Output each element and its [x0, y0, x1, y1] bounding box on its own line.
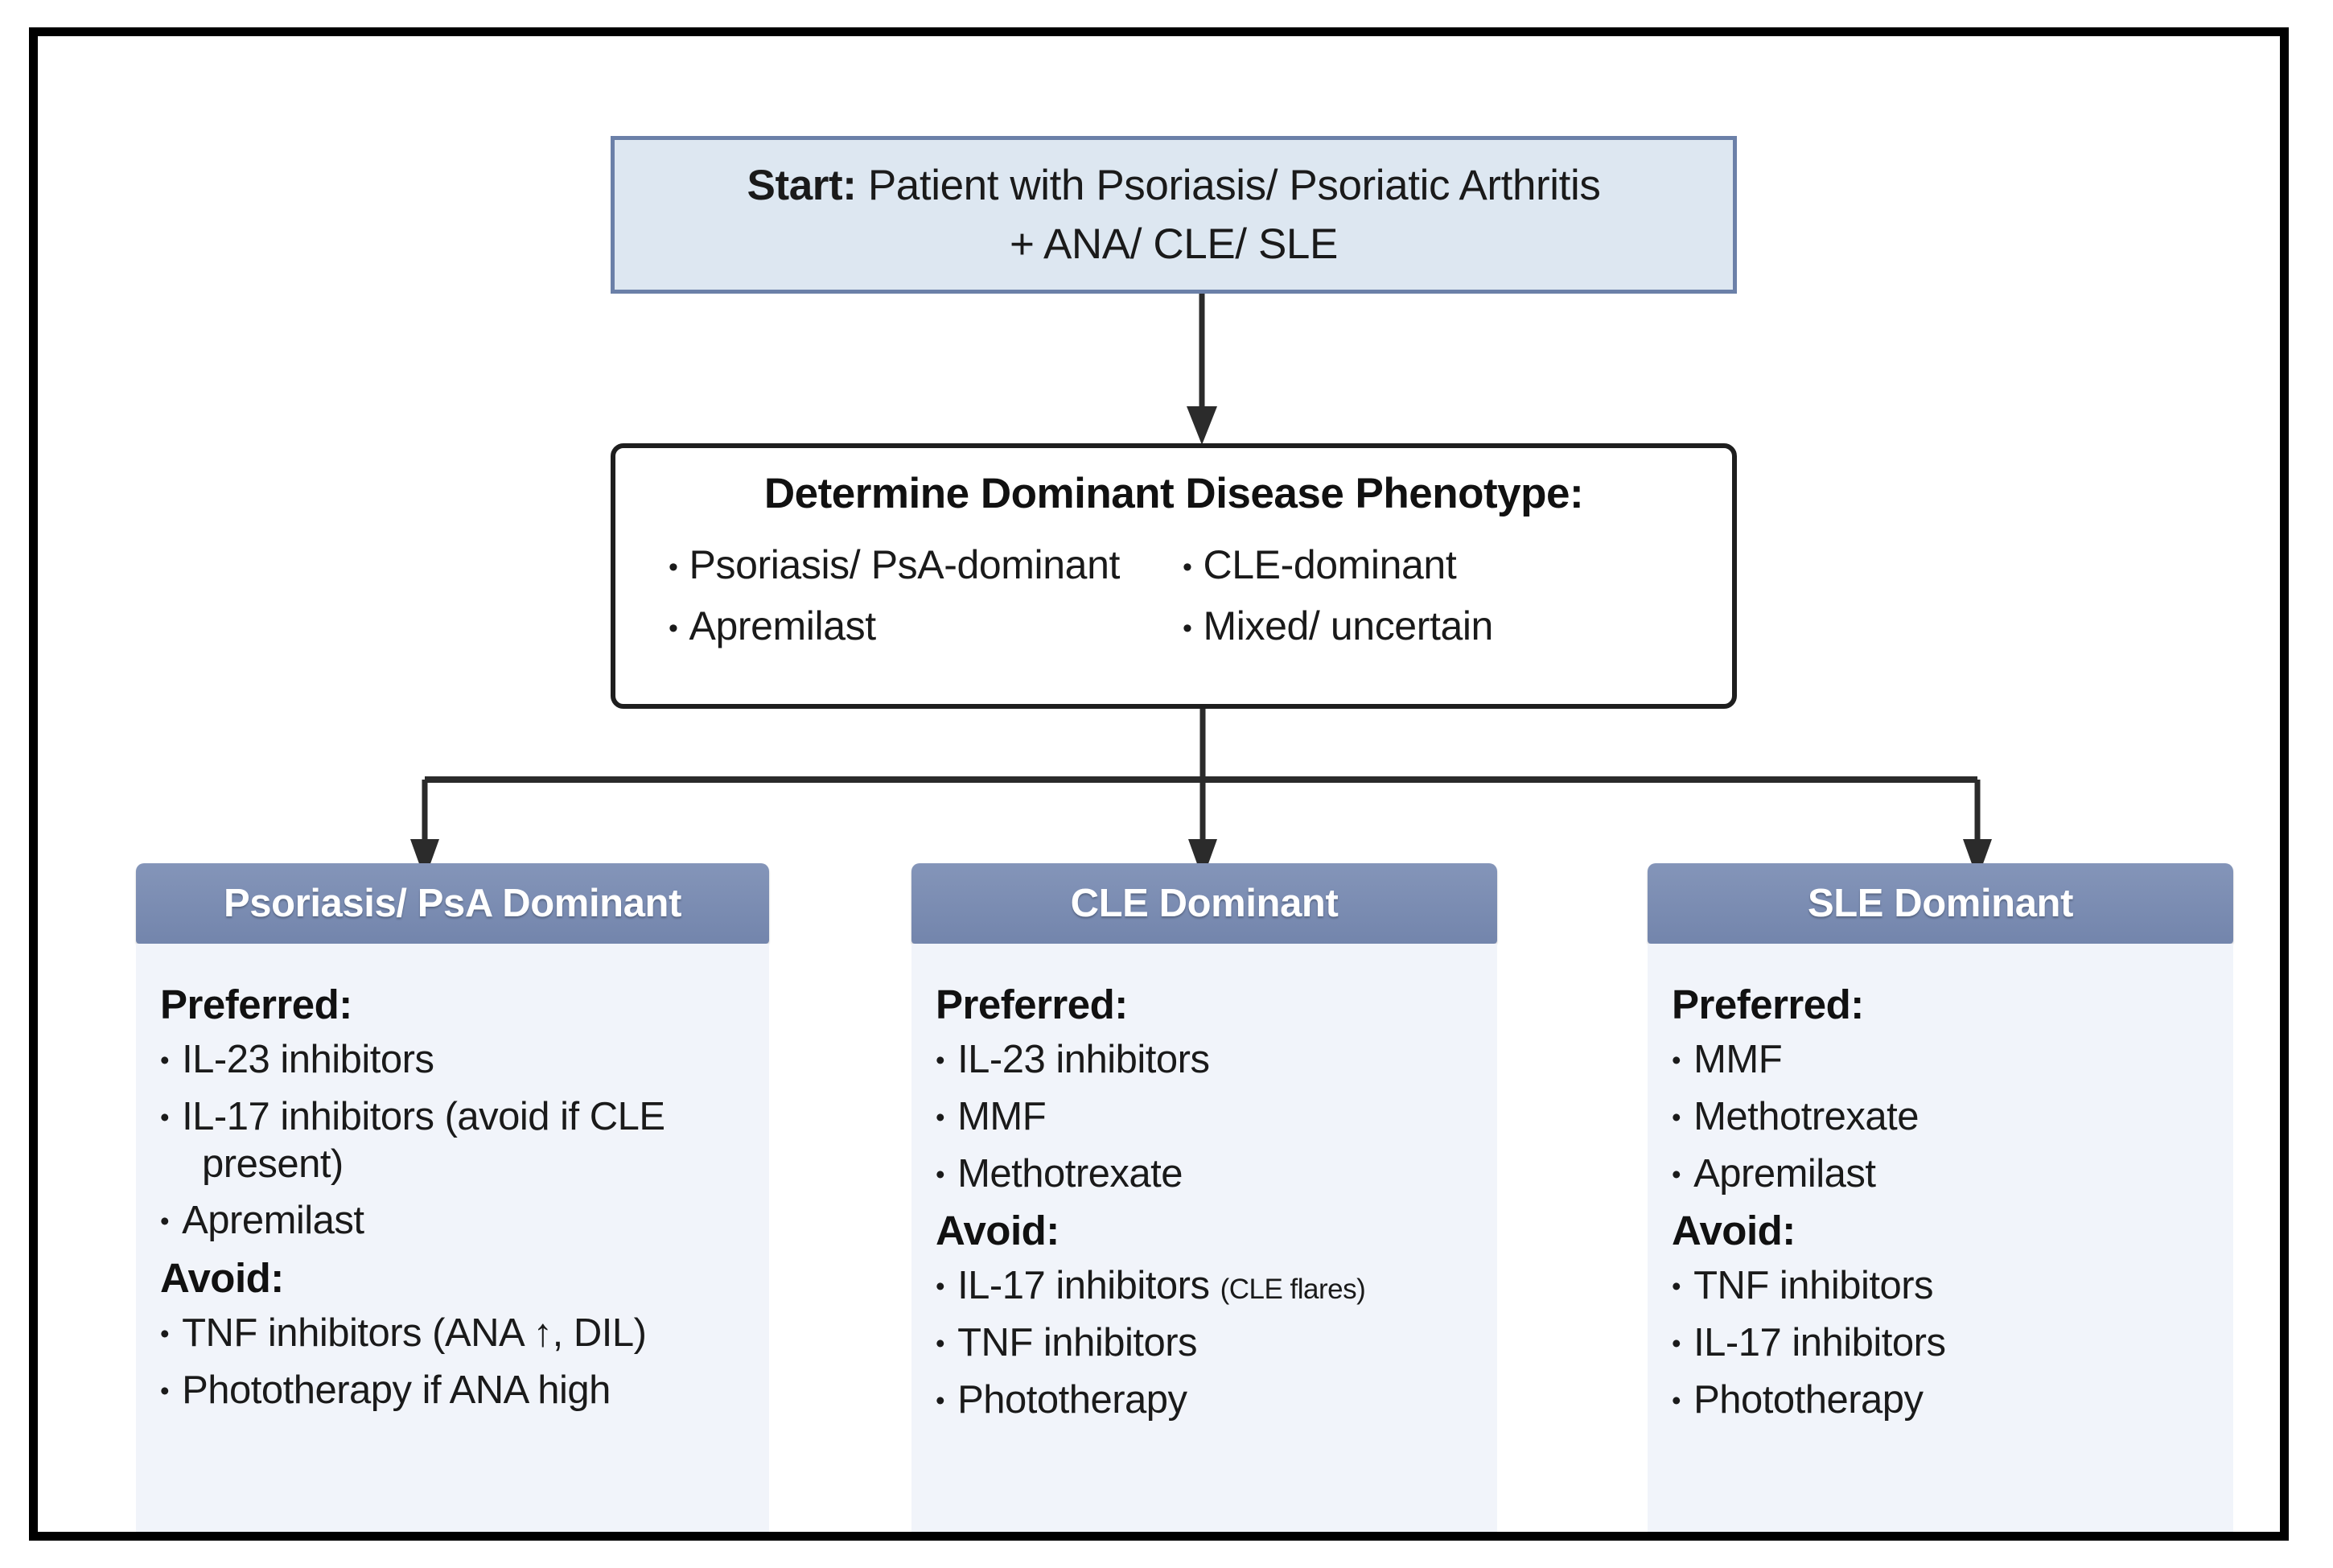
list-item-label: IL-23 inhibitors	[957, 1038, 1210, 1081]
list-item: • TNF inhibitors	[1672, 1262, 2219, 1310]
list-item-label: Phototherapy	[1693, 1377, 1924, 1422]
column-body: Preferred: • IL-23 inhibitors • IL-17 inhi…	[136, 944, 769, 1532]
start-label: Start:	[747, 162, 857, 209]
column-psoriasis-psa-dominant: Psoriasis/ PsA Dominant Preferred: • IL-2…	[136, 863, 769, 1532]
decision-options-left: • Psoriasis/ PsA-dominant • Apremilast	[669, 539, 1183, 661]
diagram-frame: Start: Patient with Psoriasis/ Psoriatic…	[29, 27, 2289, 1541]
bullet-icon: •	[160, 1376, 170, 1406]
preferred-label: Preferred:	[1672, 982, 1864, 1027]
decision-options-right: • CLE-dominant • Mixed/ uncertain	[1183, 539, 1697, 661]
bullet-icon: •	[936, 1045, 945, 1076]
decision-option-label: Mixed/ uncertain	[1203, 603, 1494, 648]
decision-options: • Psoriasis/ PsA-dominant • Apremilast • CL…	[651, 539, 1697, 661]
list-item: • Methotrexate	[936, 1150, 1483, 1198]
list-item: • MMF	[936, 1093, 1483, 1141]
list-item: • IL-23 inhibitors	[936, 1036, 1483, 1084]
list-item-label: IL-17 inhibitors (avoid if CLE present)	[182, 1094, 665, 1186]
decision-option-label: CLE-dominant	[1203, 542, 1457, 587]
bullet-icon: •	[1672, 1328, 1681, 1359]
list-item: • IL-23 inhibitors	[160, 1036, 755, 1084]
column-header-label: CLE Dominant	[1070, 882, 1339, 925]
preferred-label: Preferred:	[160, 982, 352, 1027]
column-body: Preferred: • MMF • Methotrexate • Apremilas…	[1648, 944, 2233, 1532]
list-item: • TNF inhibitors (ANA ↑, DIL)	[160, 1310, 755, 1357]
list-item-label: TNF inhibitors	[1693, 1264, 1934, 1308]
column-header: SLE Dominant	[1648, 863, 2233, 944]
bullet-icon: •	[160, 1101, 170, 1132]
column-header-label: SLE Dominant	[1807, 882, 2074, 925]
bullet-icon: •	[1672, 1271, 1681, 1302]
start-line-1-rest: Patient with Psoriasis/ Psoriatic Arthri…	[856, 162, 1601, 209]
decision-title: Determine Dominant Disease Phenotype:	[763, 470, 1584, 517]
bullet-icon: •	[1183, 551, 1192, 582]
bullet-icon: •	[936, 1101, 945, 1132]
list-item-label: IL-23 inhibitors	[182, 1038, 434, 1081]
bullet-icon: •	[1672, 1385, 1681, 1416]
list-item: • Apremilast	[1672, 1150, 2219, 1198]
list-item: • Apremilast	[160, 1197, 755, 1245]
decision-option: • CLE-dominant	[1183, 539, 1697, 591]
start-box-line-2: + ANA/ CLE/ SLE	[1010, 220, 1338, 268]
column-body: Preferred: • IL-23 inhibitors • MMF • Metho…	[911, 944, 1497, 1532]
list-item-label: Apremilast	[1693, 1151, 1876, 1196]
bullet-icon: •	[936, 1271, 945, 1302]
bullet-icon: •	[160, 1319, 170, 1349]
decision-option: • Mixed/ uncertain	[1183, 600, 1697, 652]
decision-option-label: Psoriasis/ PsA-dominant	[689, 542, 1121, 587]
list-item-label: TNF inhibitors	[957, 1321, 1198, 1365]
list-item: • Methotrexate	[1672, 1093, 2219, 1141]
bullet-icon: •	[160, 1206, 170, 1237]
list-item: • IL-17 inhibitors	[1672, 1319, 2219, 1367]
list-item-label: Phototherapy if ANA high	[182, 1368, 611, 1412]
list-item: • MMF	[1672, 1036, 2219, 1084]
list-item-label: MMF	[1693, 1038, 1783, 1081]
start-box-line-1: Start: Patient with Psoriasis/ Psoriatic…	[747, 161, 1601, 210]
bullet-icon: •	[936, 1328, 945, 1359]
avoid-label: Avoid:	[160, 1255, 284, 1302]
list-item-label: Methotrexate	[957, 1151, 1183, 1196]
arrow-down-icon	[410, 839, 439, 879]
list-item: • Phototherapy	[1672, 1377, 2219, 1424]
list-item-label: MMF	[957, 1094, 1047, 1138]
preferred-label: Preferred:	[936, 982, 1128, 1027]
avoid-label: Avoid:	[936, 1208, 1060, 1254]
bullet-icon: •	[1672, 1101, 1681, 1132]
list-item-label: Methotrexate	[1693, 1094, 1919, 1138]
column-header: CLE Dominant	[911, 863, 1497, 944]
list-item-label: TNF inhibitors (ANA ↑, DIL)	[182, 1311, 647, 1356]
bullet-icon: •	[160, 1045, 170, 1076]
list-item-label: Phototherapy	[957, 1377, 1187, 1422]
decision-option-label: Apremilast	[689, 603, 877, 648]
arrow-start-to-decision-icon	[1187, 294, 1217, 445]
branch-connectors	[410, 709, 1992, 879]
bullet-icon: •	[1183, 612, 1192, 644]
list-item: • Phototherapy	[936, 1377, 1483, 1424]
list-item-note: (CLE flares)	[1220, 1274, 1366, 1306]
list-item: • Phototherapy if ANA high	[160, 1367, 755, 1414]
bullet-icon: •	[669, 551, 678, 582]
decision-option: • Apremilast	[669, 600, 1183, 652]
arrow-down-icon	[1188, 839, 1217, 879]
bullet-icon: •	[1672, 1159, 1681, 1189]
decision-option: • Psoriasis/ PsA-dominant	[669, 539, 1183, 591]
column-sle-dominant: SLE Dominant Preferred: • MMF • Methotrexa…	[1648, 863, 2233, 1532]
bullet-icon: •	[936, 1385, 945, 1416]
column-header: Psoriasis/ PsA Dominant	[136, 863, 769, 944]
list-item-label: IL-17 inhibitors	[1693, 1321, 1946, 1365]
list-item-label: IL-17 inhibitors	[957, 1264, 1210, 1308]
list-item-label: Apremilast	[182, 1199, 364, 1243]
list-item: • IL-17 inhibitors (CLE flares)	[936, 1262, 1483, 1310]
bullet-icon: •	[1672, 1045, 1681, 1076]
list-item: • TNF inhibitors	[936, 1319, 1483, 1367]
bullet-icon: •	[669, 612, 678, 644]
list-item: • IL-17 inhibitors (avoid if CLE present)	[160, 1093, 755, 1188]
decision-box: Determine Dominant Disease Phenotype: • P…	[611, 443, 1737, 709]
avoid-label: Avoid:	[1672, 1208, 1796, 1254]
start-box: Start: Patient with Psoriasis/ Psoriatic…	[611, 136, 1737, 294]
bullet-icon: •	[936, 1159, 945, 1189]
column-cle-dominant: CLE Dominant Preferred: • IL-23 inhibitor…	[911, 863, 1497, 1532]
column-header-label: Psoriasis/ PsA Dominant	[224, 882, 681, 925]
arrow-down-icon	[1963, 839, 1992, 879]
